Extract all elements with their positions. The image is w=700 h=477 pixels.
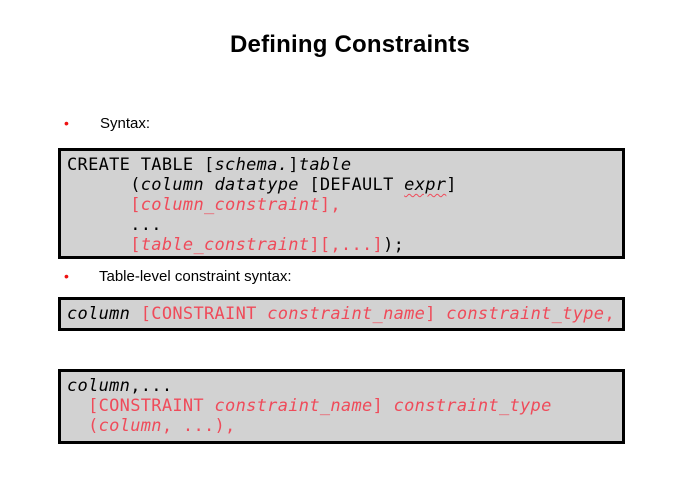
slide-title: Defining Constraints — [229, 31, 470, 58]
bullet-syntax-label: Syntax: — [100, 115, 151, 132]
bullet-icon: • — [64, 115, 69, 131]
code-text-create-table: CREATE TABLE [schema.]table (column data… — [67, 155, 457, 255]
code-text-table-constraint: column,... [CONSTRAINT constraint_name] … — [67, 376, 552, 436]
code-box-column-constraint: column [CONSTRAINT constraint_name] cons… — [58, 297, 625, 331]
bullet-table-level-syntax-label: Table-level constraint syntax: — [99, 268, 292, 285]
code-box-create-table: CREATE TABLE [schema.]table (column data… — [58, 148, 625, 259]
bullet-icon: • — [64, 268, 69, 284]
code-text-column-constraint: column [CONSTRAINT constraint_name] cons… — [67, 304, 615, 324]
code-box-table-constraint: column,... [CONSTRAINT constraint_name] … — [58, 369, 625, 444]
